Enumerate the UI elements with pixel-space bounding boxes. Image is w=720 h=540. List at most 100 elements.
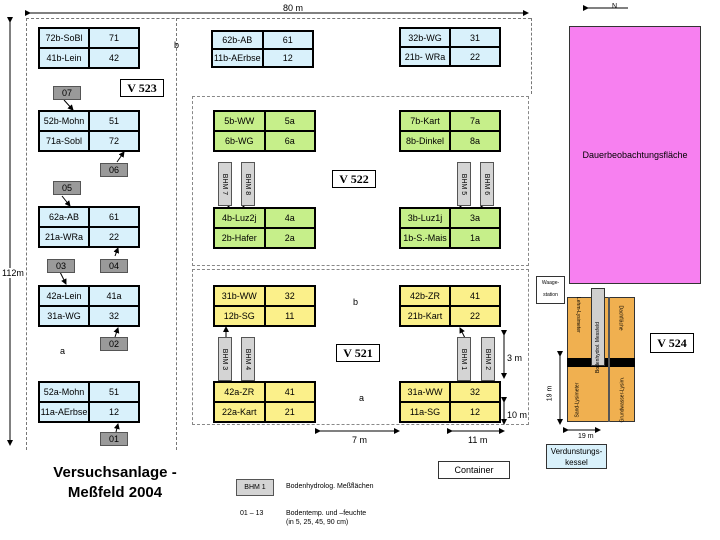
field-border-inner (176, 18, 177, 450)
plot-cell: 72b-SoBl (39, 28, 89, 48)
sensor-02: 02 (100, 337, 128, 351)
plot-cell: 31a-WW (400, 382, 450, 402)
bhm-6: BHM 6 (480, 162, 494, 206)
container-label: Container (454, 465, 494, 475)
lysimeter-grey-col (591, 288, 605, 366)
plot-cell: 41 (264, 382, 315, 402)
plot-cell: 42b-ZR (400, 286, 450, 306)
dauerbeobachtungsflaeche: Dauerbeobachtungsfläche (569, 26, 701, 284)
zone-letter-a-left: a (60, 346, 66, 356)
label-v521: V 521 (336, 344, 380, 362)
sensor-07: 07 (53, 86, 81, 100)
legend-numbers-symbol: 01 – 13 (240, 510, 264, 517)
dim-11m: 11 m (468, 435, 488, 445)
plot-cell: 31b-WW (214, 286, 265, 306)
bhm-1: BHM 1 (457, 337, 471, 381)
plot-cell: 12b-SG (214, 306, 265, 326)
bhm-4: BHM 4 (241, 337, 255, 381)
plot-cell: 11b-AErbse (212, 49, 263, 67)
waagestation: Waage- station (536, 276, 565, 304)
plot-cell: 6b-WG (214, 131, 265, 151)
label-v522: V 522 (332, 170, 376, 188)
plot-cell: 41 (450, 286, 500, 306)
verdunstungskessel: Verdunstungs- kessel (546, 444, 607, 469)
title-line1: Versuchsanlage - (53, 464, 177, 481)
dim-19m-horizontal: 19 m (578, 433, 594, 440)
plot-cell: 22 (450, 47, 500, 66)
sensor-06: 06 (100, 163, 128, 177)
bhm-7: BHM 7 (218, 162, 232, 206)
plot-cell: 8a (450, 131, 500, 151)
dim-19m-vertical: 19 m (546, 385, 554, 402)
plot-cell: 1b-S.-Mais (400, 228, 450, 248)
title-line2: Meßfeld 2004 (67, 484, 163, 501)
label-v523: V 523 (120, 79, 164, 97)
lysimeter-divider-mid (608, 297, 610, 422)
sensor-05: 05 (53, 181, 81, 195)
north-label: N (612, 3, 618, 10)
plot-cell: 42a-ZR (214, 382, 265, 402)
plot-cell: 21b-Kart (400, 306, 450, 326)
plot-cell: 41b-Lein (39, 48, 89, 68)
bhm-label: BHM 2 (484, 348, 492, 370)
bhm-8: BHM 8 (241, 162, 255, 206)
zone-v522 (192, 96, 529, 266)
plot-cell: 6a (264, 131, 315, 151)
bhm-3: BHM 3 (218, 337, 232, 381)
bhm-label: BHM 4 (244, 348, 252, 370)
waage-line2: station (543, 292, 558, 298)
lysimeter-label-sand: Sand-Lysimeter (574, 382, 581, 418)
plot-cell: 32 (450, 382, 500, 402)
plot-cell: 21 (264, 402, 315, 422)
plot-cell: 52b-Mohn (39, 111, 89, 131)
dim-7m: 7 m (352, 435, 368, 445)
sensor-04: 04 (100, 259, 128, 273)
plot-cell: 71 (89, 28, 139, 48)
plot-cell: 2b-Hafer (214, 228, 265, 248)
lysimeter-label-grundwasser: Grundwasser-Lysim. (619, 376, 626, 423)
legend-numbers-text1: Bodentemp. und –feuchte (286, 510, 367, 517)
lysimeter-label-bodenhydrol: Bodenhydrol. Messfeld (595, 322, 601, 373)
plot-cell: 11a-SG (400, 402, 450, 422)
legend-numbers-text2: (in 5, 25, 45, 90 cm) (286, 519, 349, 526)
sensor-01: 01 (100, 432, 128, 446)
bhm-label: BHM 8 (244, 173, 252, 195)
bhm-5: BHM 5 (457, 162, 471, 206)
plot-cell: 72 (89, 131, 139, 151)
plot-cell: 32 (89, 306, 139, 326)
zone-letter-a-center: a (359, 393, 365, 403)
bhm-label: BHM 5 (460, 173, 468, 195)
bhm-2: BHM 2 (481, 337, 495, 381)
plot-cell: 71a-Sobl (39, 131, 89, 151)
plot-cell: 11 (264, 306, 315, 326)
plot-cell: 62b-AB (212, 31, 263, 49)
plot-cell: 5a (264, 111, 315, 131)
field-border-right-top (531, 18, 532, 94)
plot-cell: 8b-Dinkel (400, 131, 450, 151)
plot-cell: 3b-Luz1j (400, 208, 450, 228)
plot-cell: 12 (89, 402, 139, 422)
page-title: Versuchsanlage - Meßfeld 2004 (30, 463, 200, 503)
bhm-label: BHM 7 (221, 173, 229, 195)
plot-cell: 51 (89, 111, 139, 131)
waage-line1: Waage- (541, 280, 560, 286)
plot-cell: 61 (89, 207, 139, 227)
plot-cell: 11a-AErbse (39, 402, 89, 422)
plot-cell: 21a-WRa (39, 227, 89, 247)
plot-cell: 4b-Luz2j (214, 208, 265, 228)
plot-cell: 52a-Mohn (39, 382, 89, 402)
dim-10m: 10 m (507, 410, 528, 420)
plot-cell: 12 (450, 402, 500, 422)
plot-cell: 42a-Lein (39, 286, 89, 306)
field-border-top (26, 18, 531, 19)
plot-cell: 7b-Kart (400, 111, 450, 131)
lysimeter-label-lehm: Lehm-Lysimeter (575, 297, 581, 333)
zone-v521 (192, 269, 529, 425)
